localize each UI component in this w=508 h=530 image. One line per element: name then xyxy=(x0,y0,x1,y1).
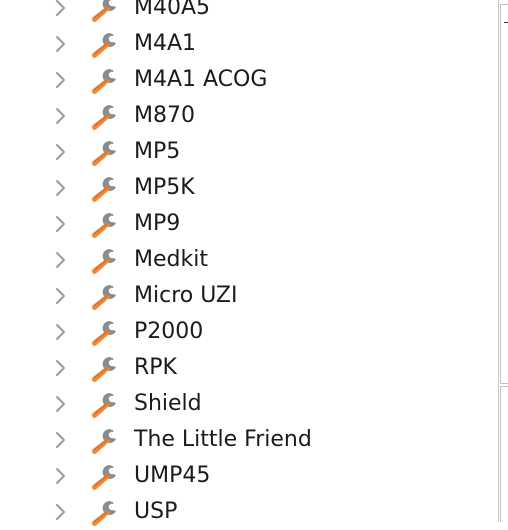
chevron-right-icon[interactable] xyxy=(52,322,70,342)
wrench-icon xyxy=(91,0,116,22)
chevron-right-icon[interactable] xyxy=(52,286,70,306)
tree-item[interactable]: USP xyxy=(0,494,498,530)
wrench-icon xyxy=(91,464,116,490)
right-panel-upper-box[interactable] xyxy=(500,4,508,384)
tree-item-label: P2000 xyxy=(134,319,204,344)
tree-item[interactable]: Medkit xyxy=(0,242,498,278)
tree-item[interactable]: MP9 xyxy=(0,206,498,242)
dropdown-indicator xyxy=(504,22,508,23)
wrench-icon xyxy=(91,428,116,454)
tree-item-label: The Little Friend xyxy=(134,427,312,452)
wrench-icon xyxy=(91,104,116,130)
tree-item-label: M40A5 xyxy=(134,0,211,20)
wrench-icon xyxy=(91,140,116,166)
wrench-icon xyxy=(91,500,116,526)
tree-item[interactable]: M870 xyxy=(0,98,498,134)
tree-item[interactable]: RPK xyxy=(0,350,498,386)
chevron-right-icon[interactable] xyxy=(52,394,70,414)
chevron-right-icon[interactable] xyxy=(52,106,70,126)
tree-item[interactable]: Micro UZI xyxy=(0,278,498,314)
wrench-icon xyxy=(91,32,116,58)
tree-item-label: M870 xyxy=(134,103,195,128)
tree-item[interactable]: M4A1 ACOG xyxy=(0,62,498,98)
tree-item[interactable]: MP5 xyxy=(0,134,498,170)
chevron-right-icon[interactable] xyxy=(52,70,70,90)
tree-item[interactable]: The Little Friend xyxy=(0,422,498,458)
chevron-right-icon[interactable] xyxy=(52,358,70,378)
wrench-icon xyxy=(91,320,116,346)
tree-item[interactable]: MP5K xyxy=(0,170,498,206)
tree-item-label: MP5K xyxy=(134,175,195,200)
tree-item-label: Micro UZI xyxy=(134,283,238,308)
right-panel-lower-box[interactable] xyxy=(500,386,508,522)
wrench-icon xyxy=(91,212,116,238)
chevron-right-icon[interactable] xyxy=(52,502,70,522)
chevron-right-icon[interactable] xyxy=(52,466,70,486)
tree-item[interactable]: Shield xyxy=(0,386,498,422)
tree-item-label: USP xyxy=(134,499,178,524)
tree-item-label: Shield xyxy=(134,391,202,416)
chevron-right-icon[interactable] xyxy=(52,0,70,18)
tree-item-label: MP5 xyxy=(134,139,181,164)
tree-item[interactable]: M40A5 xyxy=(0,0,498,26)
tree-item[interactable]: P2000 xyxy=(0,314,498,350)
tree-item-label: MP9 xyxy=(134,211,181,236)
chevron-right-icon[interactable] xyxy=(52,250,70,270)
tree-item-label: UMP45 xyxy=(134,463,211,488)
wrench-icon xyxy=(91,356,116,382)
chevron-right-icon[interactable] xyxy=(52,430,70,450)
tree-item-label: M4A1 xyxy=(134,31,197,56)
chevron-right-icon[interactable] xyxy=(52,178,70,198)
chevron-right-icon[interactable] xyxy=(52,214,70,234)
tree-item-label: Medkit xyxy=(134,247,208,272)
chevron-right-icon[interactable] xyxy=(52,34,70,54)
tree-item[interactable]: M4A1 xyxy=(0,26,498,62)
wrench-icon xyxy=(91,248,116,274)
wrench-icon xyxy=(91,284,116,310)
wrench-icon xyxy=(91,68,116,94)
chevron-right-icon[interactable] xyxy=(52,142,70,162)
wrench-icon xyxy=(91,176,116,202)
tree-item[interactable]: UMP45 xyxy=(0,458,498,494)
wrench-icon xyxy=(91,392,116,418)
tree-item-label: RPK xyxy=(134,355,177,380)
tree-item-label: M4A1 ACOG xyxy=(134,67,268,92)
